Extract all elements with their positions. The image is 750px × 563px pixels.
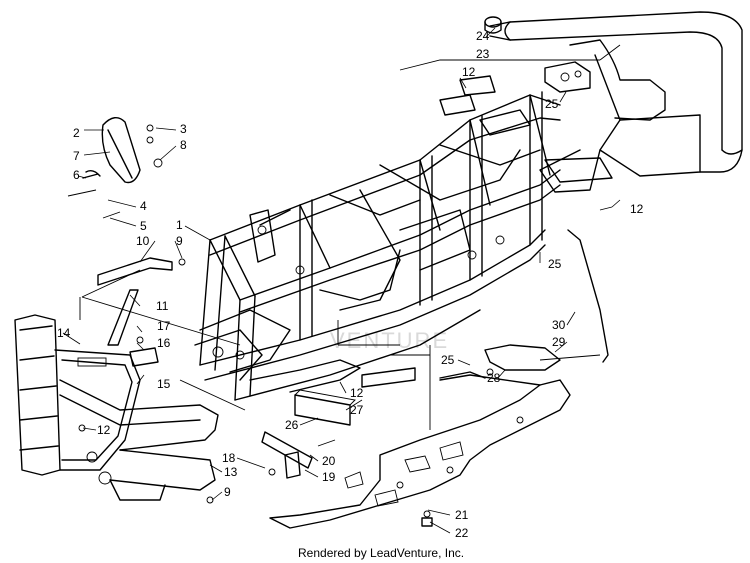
callout-21: 21 [455,508,469,522]
leader-lines [62,27,621,534]
callout-3: 3 [180,122,187,136]
callout-13: 13 [224,465,238,479]
bushing-part-24 [484,16,502,34]
front-mount-arms [97,257,186,346]
bracket-part-19 [261,431,336,479]
rear-rack [489,11,743,193]
callout-2: 2 [73,126,80,140]
callout-16: 16 [157,336,171,350]
callout-12: 12 [97,423,111,437]
callout-9: 9 [224,485,231,499]
callout-25: 25 [441,353,455,367]
callout-25: 25 [545,97,559,111]
callout-10: 10 [136,234,150,248]
main-frame [194,75,561,401]
headlight-bracket-group [67,117,163,219]
callouts: 24 23 12 25 2 3 8 7 6 4 5 1 9 10 12 25 1… [57,29,644,540]
skid-pad-26 [294,389,356,426]
fastener-part-22 [421,510,433,527]
callout-1: 1 [176,218,183,232]
callout-19: 19 [322,470,336,484]
callout-7: 7 [73,149,80,163]
callout-22: 22 [455,526,469,540]
callout-15: 15 [157,377,171,391]
callout-12: 12 [462,65,476,79]
callout-5: 5 [140,219,147,233]
callout-30: 30 [552,318,566,332]
callout-17: 17 [157,319,171,333]
callout-8: 8 [180,138,187,152]
reference-lines [79,44,621,430]
callout-28: 28 [487,371,501,385]
callout-18: 18 [222,451,236,465]
callout-24: 24 [476,29,490,43]
skid-pad-27 [361,367,416,388]
rear-stay-assembly [439,229,609,379]
callout-20: 20 [322,454,336,468]
front-bumper [14,314,219,504]
main-skid-plate [269,374,571,529]
callout-29: 29 [552,335,566,349]
callout-12: 12 [630,202,644,216]
callout-23: 23 [476,47,490,61]
footer-credit: Rendered by LeadVenture, Inc. [298,546,464,560]
callout-27: 27 [350,403,364,417]
callout-25: 25 [548,257,562,271]
callout-6: 6 [73,168,80,182]
callout-26: 26 [285,418,299,432]
callout-14: 14 [57,326,71,340]
callout-12: 12 [350,386,364,400]
callout-11: 11 [156,299,169,313]
callout-4: 4 [140,199,147,213]
callout-9: 9 [176,234,183,248]
